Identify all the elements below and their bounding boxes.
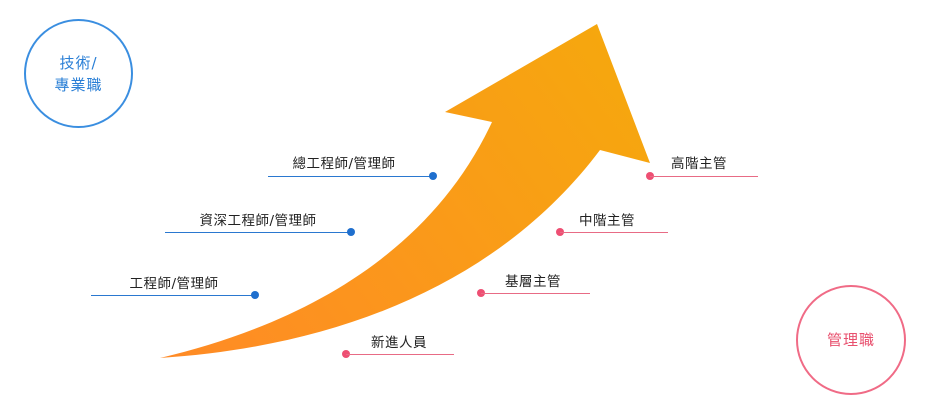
tech-circle-line2: 專業職 [54, 75, 103, 94]
management-level-underline [650, 176, 758, 177]
tech-circle-line1: 技術/ [59, 53, 98, 72]
management-level-underline [346, 354, 454, 355]
tech-level-dot [429, 172, 437, 180]
management-level-label: 新進人員 [371, 335, 427, 351]
management-level-underline [481, 293, 590, 294]
arrow-shape [160, 24, 650, 358]
management-level-underline [560, 232, 668, 233]
management-circle-label: 管理職 [826, 331, 875, 349]
tech-track-circle: 技術/ 專業職 [24, 19, 133, 128]
tech-level-label: 工程師/管理師 [129, 276, 219, 292]
management-level-label: 中階主管 [579, 213, 635, 229]
tech-level-label: 總工程師/管理師 [292, 156, 396, 172]
management-level-label: 高階主管 [671, 156, 727, 172]
tech-level-dot [347, 228, 355, 236]
tech-level-dot [251, 291, 259, 299]
management-level-label: 基層主管 [505, 274, 561, 290]
tech-level-underline [91, 295, 255, 296]
management-track-circle: 管理職 [796, 285, 906, 395]
tech-level-underline [165, 232, 351, 233]
tech-level-underline [268, 176, 433, 177]
tech-level-label: 資深工程師/管理師 [199, 213, 317, 229]
